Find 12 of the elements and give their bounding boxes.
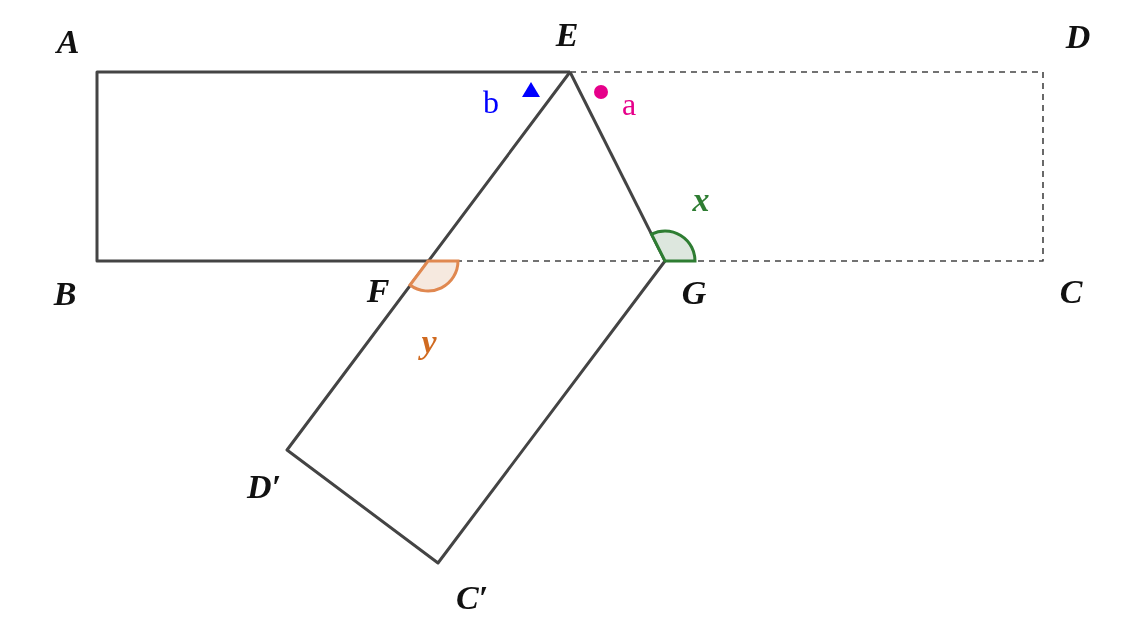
point-label: D <box>1065 20 1091 54</box>
point-label: C <box>1059 275 1083 309</box>
angle-label: x <box>692 183 710 217</box>
point-label: B <box>53 277 77 311</box>
point-label: G <box>681 276 707 310</box>
marker-label: a <box>621 88 637 120</box>
point-label: E <box>555 18 579 52</box>
point-label: A <box>56 25 80 59</box>
point-label: D′ <box>246 470 282 504</box>
marker-label: b <box>483 86 499 118</box>
point-label: F <box>366 274 390 308</box>
point-label: C′ <box>455 581 489 615</box>
